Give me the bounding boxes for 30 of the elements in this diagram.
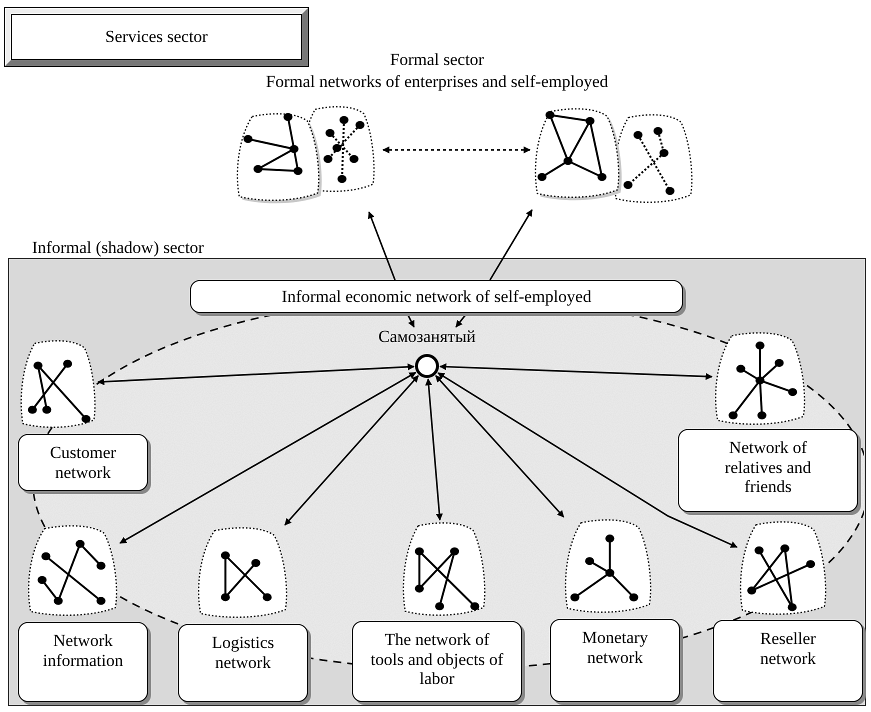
- arrow: [97, 363, 415, 386]
- network-drawing: [737, 519, 829, 617]
- arrow: [368, 211, 396, 280]
- network-drawing: [18, 338, 98, 430]
- arrow: [382, 146, 531, 154]
- network-label-box: Network of relatives and friends: [678, 429, 858, 512]
- network-drawing: [712, 330, 808, 427]
- sector-caption: Formal sector: [390, 50, 484, 70]
- network-drawing: [400, 520, 488, 618]
- arrow: [489, 209, 533, 280]
- arrow: [439, 363, 713, 380]
- network-label-box: Monetary network: [550, 619, 680, 702]
- node-label: Самозанятый: [378, 327, 476, 347]
- sector-caption: Formal networks of enterprises and self-employed: [266, 72, 608, 92]
- network-drawing: [562, 517, 654, 615]
- network-label-box: Reseller network: [713, 620, 863, 702]
- arrow: [284, 375, 419, 526]
- sector-box: Services sector: [5, 8, 308, 66]
- network-drawing: [25, 523, 120, 618]
- arrow: [119, 372, 416, 544]
- arrow: [437, 372, 738, 548]
- network-label-box: Customer network: [18, 434, 148, 491]
- network-title-box: Informal economic network of self-employed: [190, 280, 683, 313]
- network-drawing: [195, 525, 290, 620]
- sector-heading: Informal (shadow) sector: [32, 238, 204, 258]
- network-label-box: Network information: [18, 622, 148, 702]
- arrow: [425, 378, 443, 521]
- network-label-box: Logistics network: [178, 624, 308, 702]
- arrow: [435, 375, 564, 518]
- network-label-box: The network of tools and objects of labor: [352, 621, 522, 702]
